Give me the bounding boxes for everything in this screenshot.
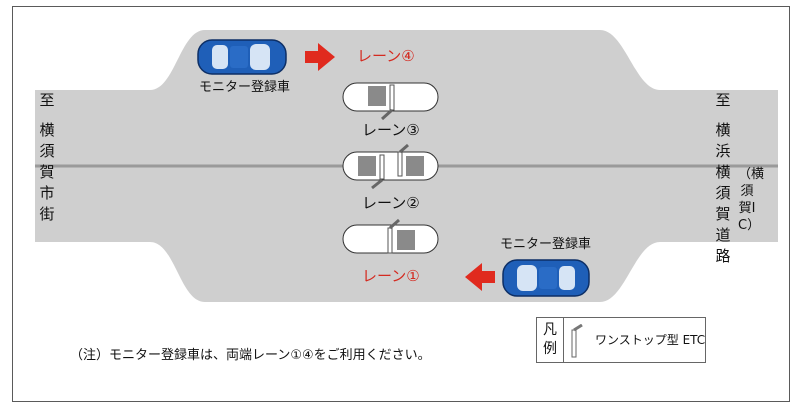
monitor-car-top (197, 39, 287, 75)
left-destination-to: 至 (39, 91, 55, 109)
arrow-right-icon (305, 43, 335, 71)
legend-title: 凡例 (543, 322, 557, 357)
lane-1-label: レーン① (362, 267, 420, 285)
toll-island-3 (342, 218, 439, 254)
right-destination-to: 至 (715, 91, 731, 109)
monitor-car-label-top: モニター登録車 (199, 80, 291, 95)
etc-booth-icon (571, 324, 583, 358)
legend-box: 凡例 ワンストップ型 ETC (536, 317, 706, 363)
legend-item-label: ワンストップ型 ETC (595, 333, 706, 347)
toll-island-2 (342, 143, 439, 190)
right-destination-sub: （横須賀IC） (738, 167, 765, 233)
lane-2-label: レーン② (362, 194, 420, 212)
lane-4-label: レーン④ (357, 47, 415, 65)
right-destination-name: 横浜横須賀道路 (715, 121, 731, 265)
left-destination-name: 横須賀市街 (39, 121, 55, 223)
arrow-left-icon (465, 263, 495, 291)
legend-title-cell: 凡例 (537, 318, 564, 362)
usage-note: （注）モニター登録車は、両端レーン①④をご利用ください。 (70, 348, 431, 363)
monitor-car-bottom (502, 259, 590, 297)
lane-3-label: レーン③ (362, 121, 420, 139)
monitor-car-label-bottom: モニター登録車 (500, 237, 592, 252)
toll-island-1 (342, 82, 439, 121)
